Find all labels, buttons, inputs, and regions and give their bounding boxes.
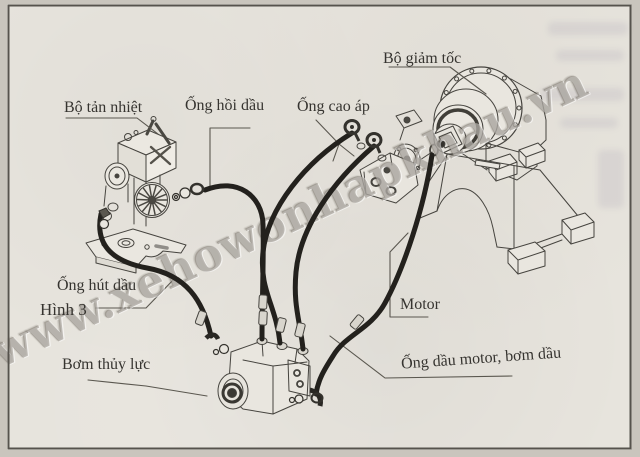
- label-return-hose: Ống hồi dầu: [185, 97, 265, 114]
- leader-pump: [87, 379, 208, 397]
- bleedthrough-mark: [540, 88, 624, 101]
- leader-motor-oil-hose: [329, 335, 513, 379]
- paper-background: [7, 4, 631, 450]
- hose-ferrules: [194, 294, 365, 338]
- bleedthrough-mark: [598, 150, 624, 208]
- high-pressure-hose-path-1: [259, 130, 355, 346]
- label-high-pressure-hose: Ống cao áp: [297, 98, 370, 115]
- fan-spokes: [136, 184, 168, 215]
- gearbox-illustration: [432, 66, 547, 182]
- bleedthrough-mark: [556, 50, 624, 61]
- bleedthrough-mark: [548, 22, 628, 35]
- label-suction-hose: Ống hút dầu: [57, 277, 137, 294]
- motor-illustration: [356, 109, 445, 204]
- return-hose-path: [202, 183, 266, 342]
- leader-motor: [389, 232, 429, 318]
- hose-fittings: [98, 119, 383, 407]
- high-pressure-hose-path-2: [292, 143, 377, 352]
- label-radiator: Bộ tản nhiệt: [64, 99, 143, 116]
- motor-oil-hose-path: [313, 152, 435, 397]
- radiator-illustration: [85, 116, 187, 274]
- label-gearbox: Bộ giảm tốc: [383, 50, 462, 67]
- label-motor: Motor: [400, 296, 440, 313]
- label-hydraulic-pump: Bơm thủy lực: [62, 356, 151, 373]
- suction-hose-path: [97, 211, 214, 339]
- figure-border-frame: [7, 4, 632, 450]
- pump-illustration: [217, 337, 311, 415]
- bleedthrough-mark: [560, 118, 618, 128]
- leader-return-hose: [209, 127, 251, 189]
- leader-gearbox: [388, 66, 487, 95]
- figure-caption: Hình 3: [40, 300, 87, 319]
- leader-radiator: [65, 117, 159, 135]
- leader-suction-hose: [95, 276, 177, 309]
- frame-illustration: [419, 153, 595, 275]
